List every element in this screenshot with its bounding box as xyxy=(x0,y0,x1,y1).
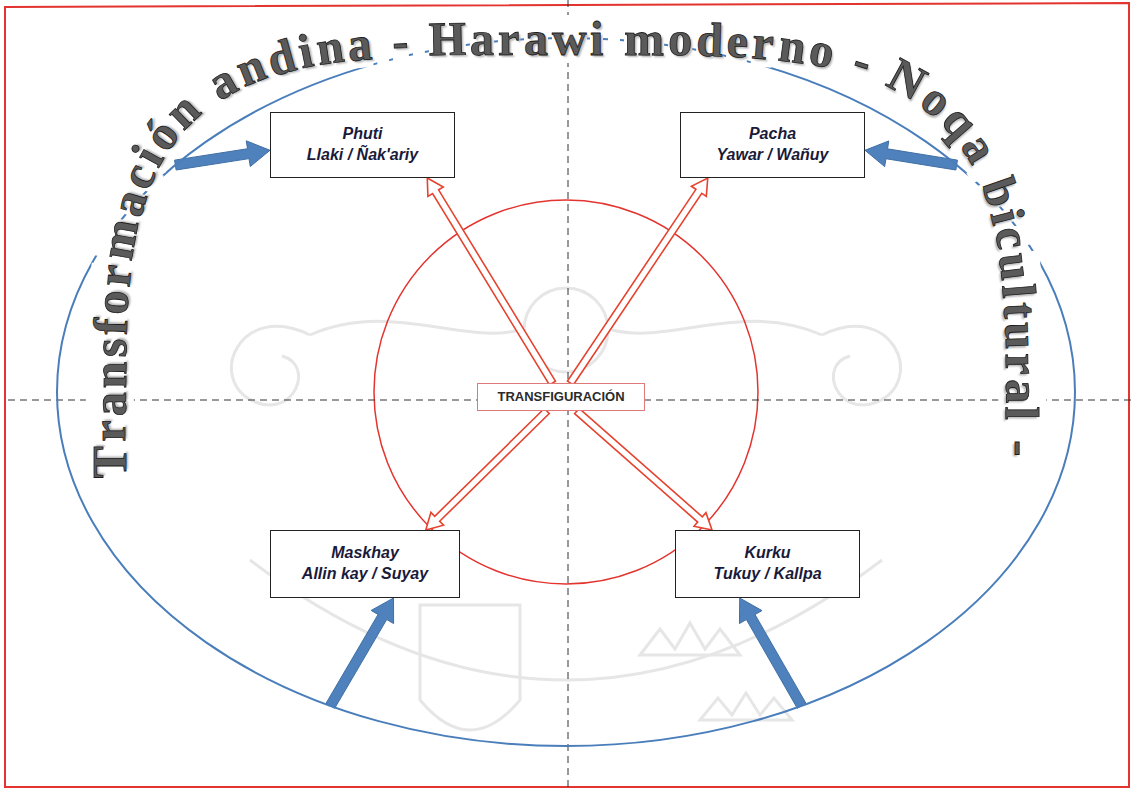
ring-letter: i xyxy=(590,15,603,63)
watermark-scroll xyxy=(231,326,310,405)
watermark-crown xyxy=(700,693,792,720)
ring-letter: f xyxy=(87,318,136,336)
transfiguration-arrow xyxy=(427,178,555,385)
center-box: TRANSFIGURACIÓN xyxy=(477,383,645,411)
ring-letter: l xyxy=(994,282,1043,299)
center-label: TRANSFIGURACIÓN xyxy=(497,389,624,405)
box-subtitle: Yawar / Wañuy xyxy=(716,145,828,166)
concept-box: PachaYawar / Wañuy xyxy=(680,112,865,178)
ring-letter: t xyxy=(996,301,1045,320)
ring-letter xyxy=(608,15,620,63)
concept-box: KurkuTukuy / Kallpa xyxy=(675,530,860,598)
outer-ring: Transformación andina - Harawi moderno -… xyxy=(56,37,1076,747)
watermark-garland xyxy=(310,321,520,335)
watermark-band xyxy=(250,560,882,680)
ring-letter: a xyxy=(998,378,1046,402)
ring-letter: a xyxy=(524,15,548,63)
box-subtitle: Allin kay / Suyay xyxy=(302,564,428,585)
ring-letter: T xyxy=(86,446,134,478)
ring-letter: o xyxy=(667,15,692,63)
ring-letter: o xyxy=(88,289,137,316)
ring-letter: H xyxy=(428,15,466,64)
ring-letter: n xyxy=(313,22,346,73)
ring-letter: - xyxy=(998,440,1046,456)
box-heading: Maskhay xyxy=(331,543,399,564)
transfiguration-arrow xyxy=(426,409,549,530)
ring-letter: a xyxy=(345,19,373,69)
ring-letter: r xyxy=(498,15,519,63)
ring-letter: a xyxy=(86,393,134,417)
ring-outline xyxy=(57,38,1075,746)
outer-frame xyxy=(5,3,1129,787)
ring-letter: m xyxy=(92,216,146,264)
ring-letter: - xyxy=(391,16,409,65)
box-heading: Pacha xyxy=(749,124,796,145)
ring-letter: u xyxy=(997,321,1046,349)
ring-letter: r xyxy=(90,262,140,288)
concept-box: PhutiLlaki / Ñak'ariy xyxy=(270,112,455,178)
ring-letter: l xyxy=(998,407,1046,420)
ring-letter xyxy=(998,424,1046,436)
box-subtitle: Llaki / Ñak'ariy xyxy=(307,145,418,166)
box-heading: Kurku xyxy=(744,543,790,564)
ring-letter: d xyxy=(695,16,723,65)
ring-letter: e xyxy=(726,17,750,66)
ring-letter xyxy=(374,18,389,67)
ring-arrow xyxy=(739,598,806,708)
concept-box: MaskhayAllin kay / Suyay xyxy=(270,530,460,598)
ring-letter: s xyxy=(86,338,134,358)
ring-letter: w xyxy=(552,15,587,63)
crest-watermark xyxy=(231,288,900,730)
watermark-garland xyxy=(612,321,822,335)
ring-letter: n xyxy=(776,20,809,71)
box-heading: Phuti xyxy=(343,124,383,145)
ring-arrow xyxy=(326,598,394,708)
ring-letter: r xyxy=(751,18,776,68)
ring-letter: r xyxy=(998,353,1046,375)
transfiguration-arrow xyxy=(575,408,712,530)
box-subtitle: Tukuy / Kallpa xyxy=(713,564,821,585)
ring-letter: u xyxy=(991,250,1042,282)
watermark-scroll xyxy=(822,326,901,405)
ring-letter xyxy=(412,16,426,64)
transfiguration-arrow xyxy=(567,178,707,385)
ring-letter: n xyxy=(86,362,134,389)
ring-letter: r xyxy=(86,421,134,442)
ring-letter: m xyxy=(624,15,664,63)
ring-letter: a xyxy=(470,15,494,63)
inner-circle xyxy=(374,200,758,584)
